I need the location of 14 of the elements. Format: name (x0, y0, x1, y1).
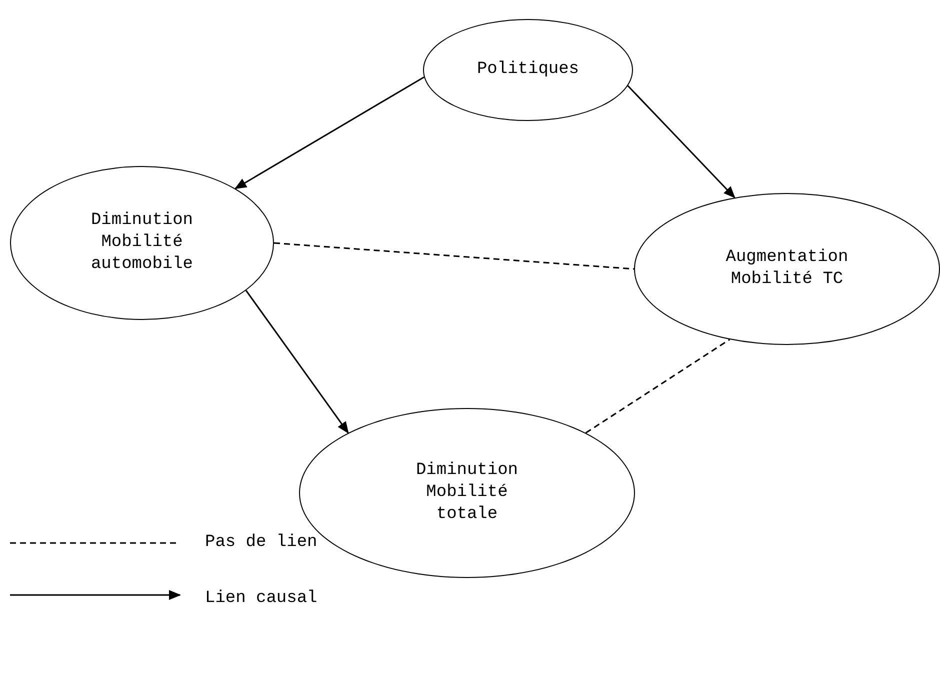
legend-label: Pas de lien (205, 532, 318, 554)
ellipse-node (10, 166, 274, 320)
legend-label: Lien causal (205, 588, 318, 610)
node-label: Politiques (476, 59, 580, 81)
ellipse-node (634, 193, 940, 345)
arrow (234, 76, 424, 190)
ellipse-node (423, 19, 633, 121)
arrow (627, 85, 736, 198)
dashed-line (585, 338, 730, 434)
arrow (245, 290, 349, 434)
node-label: Diminution Mobilité totale (414, 460, 519, 526)
node-label: Augmentation Mobilité TC (724, 247, 850, 291)
dashed-line (274, 242, 634, 270)
node-label: Diminution Mobilité automobile (90, 210, 194, 276)
